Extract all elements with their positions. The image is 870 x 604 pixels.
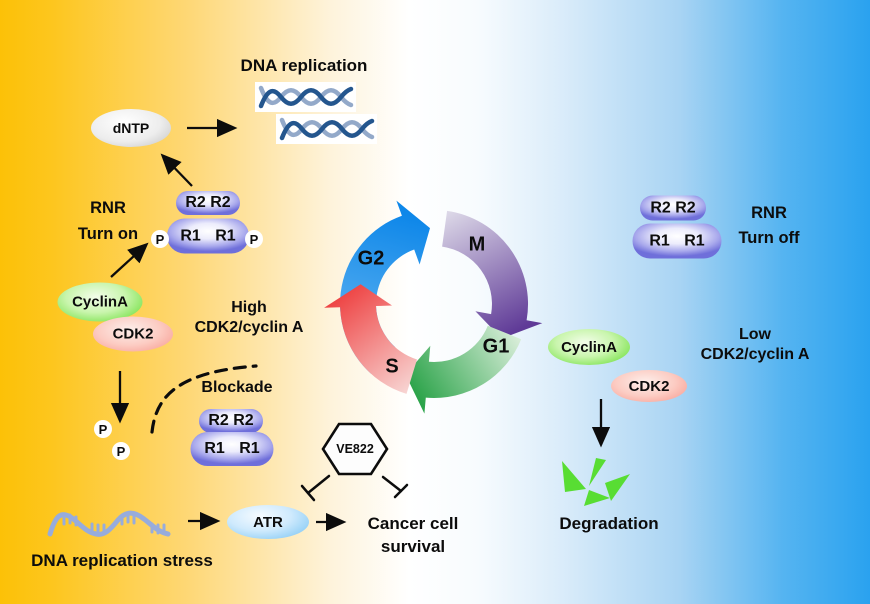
dna-replication-title: DNA replication: [240, 56, 368, 75]
low-cdk2-label: Low CDK2/cyclin A: [700, 326, 810, 363]
rnr-r1r1-pill-left: R1 R1: [167, 218, 249, 254]
phosphate-p-right: P: [245, 230, 263, 248]
cycle-label-s: S: [385, 355, 399, 378]
rnr-r1r1-pill-right: R1 R1: [632, 223, 722, 259]
dntp-label: dNTP: [112, 120, 150, 136]
ve822-label: VE822: [336, 442, 374, 456]
atr-ellipse: ATR: [227, 505, 309, 539]
rnr-r2r2-pill-left: R2 R2: [176, 191, 240, 215]
rnr-r1r1-pill-center: R1 R1: [190, 432, 274, 466]
cdk2-right-ellipse: CDK2: [611, 370, 687, 402]
cycle-arrow-g1: [405, 325, 522, 414]
cycle-label-g2: G2: [357, 247, 385, 270]
stressed-dna-icon: [47, 510, 171, 537]
phosphate-p-left: P: [151, 230, 169, 248]
cycle-label-m: M: [468, 233, 486, 256]
arrow-rnr-to-dntp: [160, 153, 193, 187]
rnr-turn-on-label: RNR Turn on: [77, 199, 139, 243]
cyclina-left-ellipse: CyclinA: [57, 282, 143, 322]
cancer-cell-survival-label: Cancer cell survival: [367, 514, 459, 556]
rnr-turn-off-label: RNR Turn off: [738, 204, 800, 247]
cycle-arrow-s: [324, 284, 417, 394]
rnr-r2r2-pill-center: R2 R2: [199, 409, 263, 433]
rnr-r2r2-pill-right: R2 R2: [640, 195, 706, 221]
released-phosphate-2: P: [112, 442, 130, 460]
blockade-label: Blockade: [201, 379, 273, 396]
dntp-ellipse: dNTP: [91, 109, 171, 147]
arrow-cyclina-to-rnr: [110, 242, 149, 278]
released-phosphate-1: P: [94, 420, 112, 438]
cdk2-left-ellipse: CDK2: [93, 316, 173, 352]
blockade-arc: [150, 364, 258, 434]
high-cdk2-label: High CDK2/cyclin A: [194, 299, 304, 336]
dna-helix-icon: [255, 82, 377, 144]
inhibition-tbar-left: [300, 474, 331, 502]
degradation-fragments-icon: [562, 458, 630, 506]
cycle-arrow-m: [442, 210, 543, 339]
ve822-hexagon: [321, 422, 389, 476]
cell-cycle-ring: [324, 200, 543, 414]
degradation-label: Degradation: [559, 514, 659, 533]
inhibition-tbar-right: [381, 475, 409, 499]
cyclina-right-ellipse: CyclinA: [548, 329, 630, 365]
dna-replication-stress-label: DNA replication stress: [31, 551, 213, 570]
cycle-label-g1: G1: [482, 335, 510, 358]
